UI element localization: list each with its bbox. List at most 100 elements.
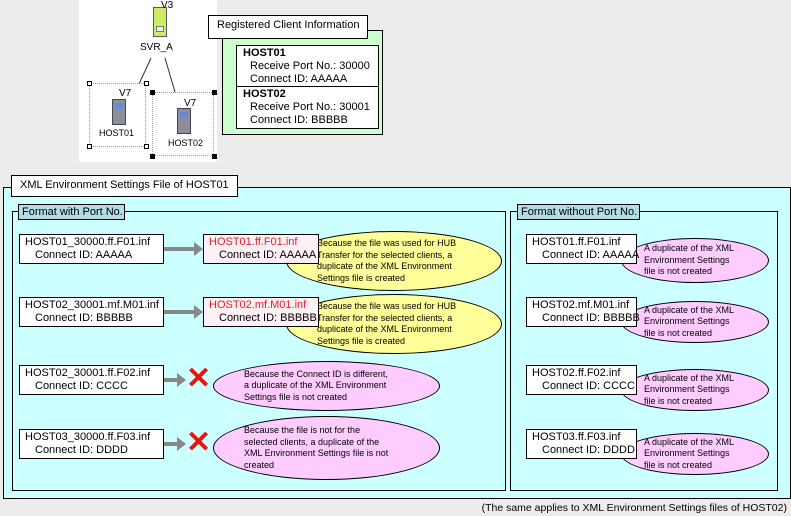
- connect-id: Connect ID: AAAAA: [250, 73, 348, 85]
- note-line: a duplicate of the XML Environment: [244, 380, 387, 391]
- host01-version: V7: [119, 88, 132, 99]
- note-line: A duplicate of the XML: [644, 372, 735, 383]
- connect-id: Connect ID: AAAAA: [219, 249, 317, 261]
- note-line: duplicate of the XML Environment: [317, 261, 452, 271]
- receive-port: Receive Port No.: 30000: [250, 60, 370, 72]
- connect-id: Connect ID: AAAAA: [35, 249, 133, 261]
- selection-handle: [212, 90, 217, 95]
- connect-id: Connect ID: BBBBB: [219, 312, 317, 324]
- selection-handle: [150, 90, 155, 95]
- file-name: HOST01_30000.ff.F01.inf: [25, 236, 151, 248]
- note-line: Settings file is created: [317, 335, 406, 346]
- note-line: file is not created: [644, 395, 713, 406]
- registered-client-list: HOST01 Receive Port No.: 30000 Connect I…: [236, 45, 379, 129]
- host-name: HOST02: [243, 88, 286, 100]
- note-line: A duplicate of the XML: [644, 243, 735, 254]
- note-line: Because the Connect ID is different,: [244, 368, 388, 379]
- explanation-note: Because the Connect ID is different,a du…: [213, 361, 440, 411]
- server-name: SVR_A: [140, 42, 173, 53]
- note-line: file is not created: [644, 459, 713, 470]
- selection-handle: [212, 154, 217, 159]
- note-line: Environment Settings: [644, 254, 730, 265]
- host01-node[interactable]: V7 HOST01: [89, 83, 146, 147]
- note-line: duplicate of the XML Environment: [317, 324, 452, 334]
- file-name: HOST01.ff.F01.inf: [209, 236, 298, 248]
- note-line: XML Environment Settings file is not: [244, 448, 389, 458]
- file-name: HOST02_30001.ff.F02.inf: [25, 367, 151, 379]
- selection-handle: [144, 81, 149, 86]
- registered-client-title: Registered Client Information: [208, 15, 368, 39]
- note-line: Transfer for the selected clients, a: [317, 249, 453, 260]
- arrow-icon: [164, 242, 203, 256]
- connect-id: Connect ID: BBBBB: [250, 114, 348, 126]
- note-line: Environment Settings: [644, 316, 730, 327]
- note-text: Because the Connect ID is different,a du…: [244, 369, 388, 404]
- connect-id: Connect ID: BBBBB: [542, 312, 640, 324]
- note-line: file is not created: [644, 327, 713, 338]
- selection-handle: [150, 154, 155, 159]
- note-line: created: [244, 459, 275, 470]
- connect-id: Connect ID: CCCC: [35, 380, 128, 392]
- server-icon[interactable]: [153, 7, 167, 37]
- arrow-icon: [164, 373, 186, 387]
- note-line: Environment Settings: [644, 384, 730, 395]
- registered-host01: HOST01 Receive Port No.: 30000 Connect I…: [237, 46, 378, 87]
- note-line: Transfer for the selected clients, a: [317, 312, 453, 323]
- file-name: HOST02_30001.mf.M01.inf: [25, 299, 159, 311]
- file-name: HOST02.mf.M01.inf: [532, 299, 630, 311]
- file-name: HOST02.ff.F02.inf: [532, 367, 621, 379]
- connect-id: Connect ID: CCCC: [542, 380, 635, 392]
- host02-version: V7: [184, 98, 197, 109]
- note-line: Because the file is not for the: [244, 425, 361, 435]
- note-line: Because the file was used for HUB: [317, 238, 457, 248]
- connect-id: Connect ID: DDDD: [35, 444, 128, 456]
- reject-x-icon: ✕: [186, 426, 212, 459]
- note-line: file is not created: [644, 266, 713, 277]
- arrow-icon: [164, 305, 203, 319]
- host02-node[interactable]: V7 HOST02: [152, 92, 214, 156]
- host01-name: HOST01: [99, 128, 135, 138]
- client-computer-icon: [177, 108, 191, 134]
- reject-x-icon: ✕: [186, 362, 212, 395]
- file-name: HOST01.ff.F01.inf: [532, 236, 621, 248]
- note-line: A duplicate of the XML: [644, 436, 735, 447]
- file-name: HOST03.ff.F03.inf: [532, 431, 621, 443]
- with-port-label: Format with Port No.: [18, 204, 125, 220]
- arrow-icon: [164, 437, 186, 451]
- selection-handle: [87, 144, 92, 149]
- note-line: selected clients, a duplicate of the: [244, 436, 380, 447]
- footer-note: (The same applies to XML Environment Set…: [481, 502, 787, 514]
- note-line: Settings file is not created: [244, 391, 348, 402]
- file-name: HOST02.mf.M01.inf: [209, 299, 307, 311]
- without-port-label: Format without Port No.: [517, 204, 640, 220]
- file-name: HOST03_30000.ff.F03.inf: [25, 431, 151, 443]
- note-line: Settings file is created: [317, 272, 406, 283]
- selection-handle: [144, 144, 149, 149]
- connect-id: Connect ID: AAAAA: [542, 249, 640, 261]
- connect-id: Connect ID: BBBBB: [35, 312, 133, 324]
- host02-name: HOST02: [168, 138, 204, 148]
- xml-settings-title: XML Environment Settings File of HOST01: [11, 175, 238, 197]
- connect-id: Connect ID: DDDD: [542, 444, 635, 456]
